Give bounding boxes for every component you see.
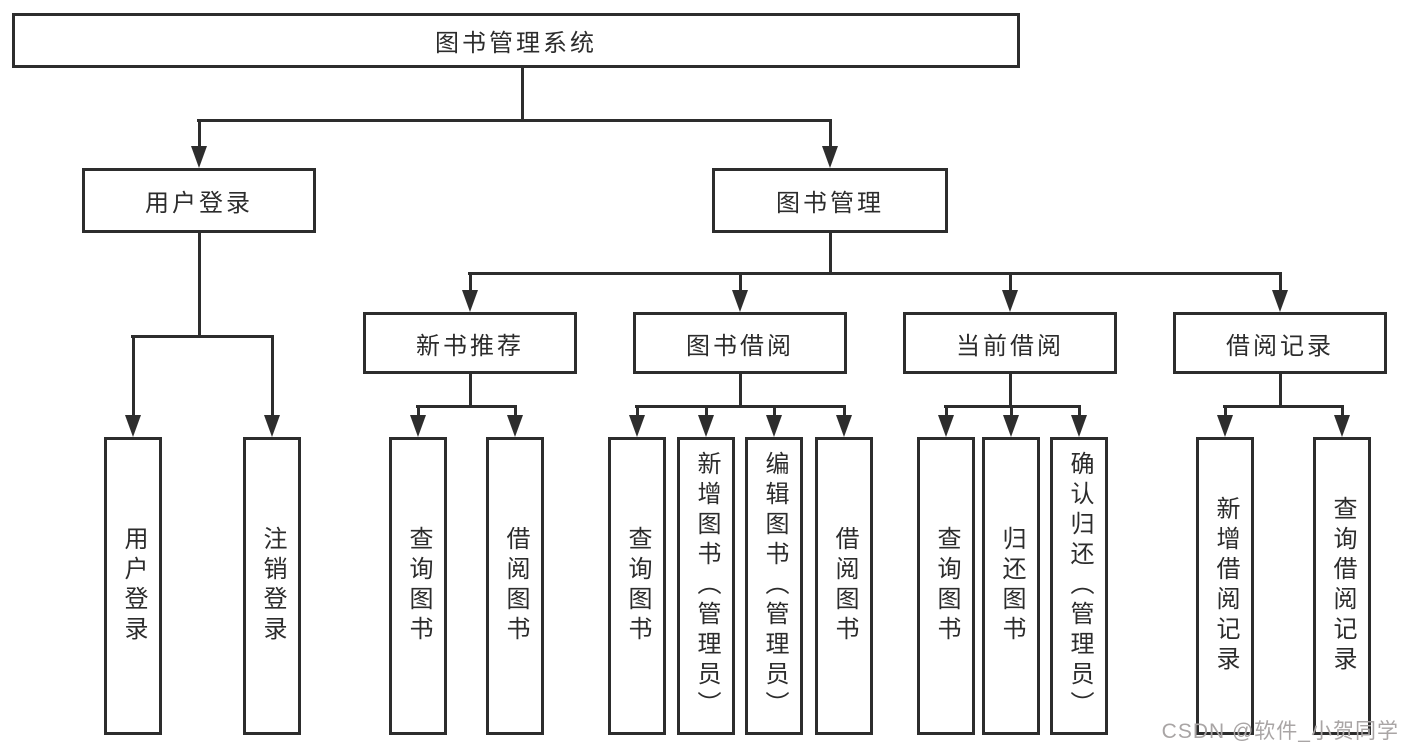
arrow-down-icon [264, 415, 280, 437]
leaf-add-borrow-record-label: 新增借阅记录 [1212, 496, 1239, 676]
connector-line [1009, 272, 1012, 296]
node-book-borrow: 图书借阅 [633, 312, 847, 374]
connector-line [1223, 405, 1344, 408]
arrow-down-icon [125, 415, 141, 437]
connector-line [469, 374, 472, 407]
node-library-system-label: 图书管理系统 [435, 30, 597, 57]
leaf-add-borrow-record: 新增借阅记录 [1196, 437, 1254, 735]
arrow-down-icon [698, 415, 714, 437]
node-library-system: 图书管理系统 [12, 13, 1020, 68]
arrow-down-icon [1003, 415, 1019, 437]
leaf-return-books-label: 归还图书 [998, 526, 1025, 646]
connector-line [468, 272, 1282, 275]
node-user-login: 用户登录 [82, 168, 316, 233]
node-borrow-records-label: 借阅记录 [1226, 332, 1334, 360]
leaf-borrow-books-recommend-label: 借阅图书 [502, 526, 529, 646]
leaf-query-books-borrow-label: 查询图书 [624, 526, 651, 646]
leaf-user-login-label: 用户登录 [120, 526, 147, 646]
leaf-edit-books-admin: 编辑图书（管理员） [745, 437, 803, 735]
leaf-confirm-return-admin-label: 确认归还（管理员） [1066, 451, 1093, 721]
node-book-management: 图书管理 [712, 168, 948, 233]
leaf-query-books-current: 查询图书 [917, 437, 975, 735]
leaf-user-login: 用户登录 [104, 437, 162, 735]
arrow-down-icon [1217, 415, 1233, 437]
leaf-logout: 注销登录 [243, 437, 301, 735]
arrow-down-icon [822, 146, 838, 168]
connector-line [417, 405, 420, 421]
connector-line [416, 405, 517, 408]
arrow-down-icon [732, 290, 748, 312]
connector-line [132, 335, 135, 421]
arrow-down-icon [462, 290, 478, 312]
arrow-down-icon [410, 415, 426, 437]
leaf-return-books: 归还图书 [982, 437, 1040, 735]
connector-line [1010, 405, 1013, 421]
arrow-down-icon [1002, 290, 1018, 312]
node-book-borrow-label: 图书借阅 [686, 332, 794, 360]
arrow-down-icon [1272, 290, 1288, 312]
arrow-down-icon [1334, 415, 1350, 437]
leaf-confirm-return-admin: 确认归还（管理员） [1050, 437, 1108, 735]
connector-line [739, 374, 742, 407]
connector-line [705, 405, 708, 421]
leaf-query-borrow-record: 查询借阅记录 [1313, 437, 1371, 735]
connector-line [198, 233, 201, 337]
leaf-add-books-admin-label: 新增图书（管理员） [693, 451, 720, 721]
arrow-down-icon [766, 415, 782, 437]
node-current-borrow-label: 当前借阅 [956, 332, 1064, 360]
connector-line [635, 405, 846, 408]
node-user-login-label: 用户登录 [145, 190, 253, 217]
node-book-management-label: 图书管理 [776, 190, 884, 217]
leaf-logout-label: 注销登录 [259, 526, 286, 646]
connector-line [739, 272, 742, 296]
leaf-borrow-books: 借阅图书 [815, 437, 873, 735]
connector-line [843, 405, 846, 421]
leaf-query-books-current-label: 查询图书 [933, 526, 960, 646]
node-current-borrow: 当前借阅 [903, 312, 1117, 374]
leaf-borrow-books-recommend: 借阅图书 [486, 437, 544, 735]
connector-line [197, 119, 832, 122]
csdn-watermark: CSDN @软件_小贺同学 [1161, 720, 1399, 743]
connector-line [1009, 374, 1012, 407]
leaf-query-books-recommend: 查询图书 [389, 437, 447, 735]
connector-line [1279, 374, 1282, 407]
node-borrow-records: 借阅记录 [1173, 312, 1387, 374]
leaf-borrow-books-label: 借阅图书 [831, 526, 858, 646]
arrow-down-icon [836, 415, 852, 437]
connector-line [1078, 405, 1081, 421]
connector-line [829, 119, 832, 150]
node-new-book-recommend-label: 新书推荐 [416, 332, 524, 360]
connector-line [521, 68, 524, 120]
arrow-down-icon [507, 415, 523, 437]
leaf-query-books-borrow: 查询图书 [608, 437, 666, 735]
connector-line [131, 335, 274, 338]
connector-line [514, 405, 517, 421]
leaf-query-borrow-record-label: 查询借阅记录 [1329, 496, 1356, 676]
leaf-edit-books-admin-label: 编辑图书（管理员） [761, 451, 788, 721]
connector-line [1279, 272, 1282, 296]
arrow-down-icon [1071, 415, 1087, 437]
arrow-down-icon [629, 415, 645, 437]
connector-line [1224, 405, 1227, 421]
connector-line [198, 119, 201, 150]
leaf-query-books-recommend-label: 查询图书 [405, 526, 432, 646]
connector-line [829, 233, 832, 274]
connector-line [636, 405, 639, 421]
connector-line [469, 272, 472, 296]
leaf-add-books-admin: 新增图书（管理员） [677, 437, 735, 735]
node-new-book-recommend: 新书推荐 [363, 312, 577, 374]
arrow-down-icon [938, 415, 954, 437]
connector-line [1341, 405, 1344, 421]
arrow-down-icon [191, 146, 207, 168]
connector-line [945, 405, 948, 421]
connector-line [773, 405, 776, 421]
connector-line [271, 335, 274, 421]
